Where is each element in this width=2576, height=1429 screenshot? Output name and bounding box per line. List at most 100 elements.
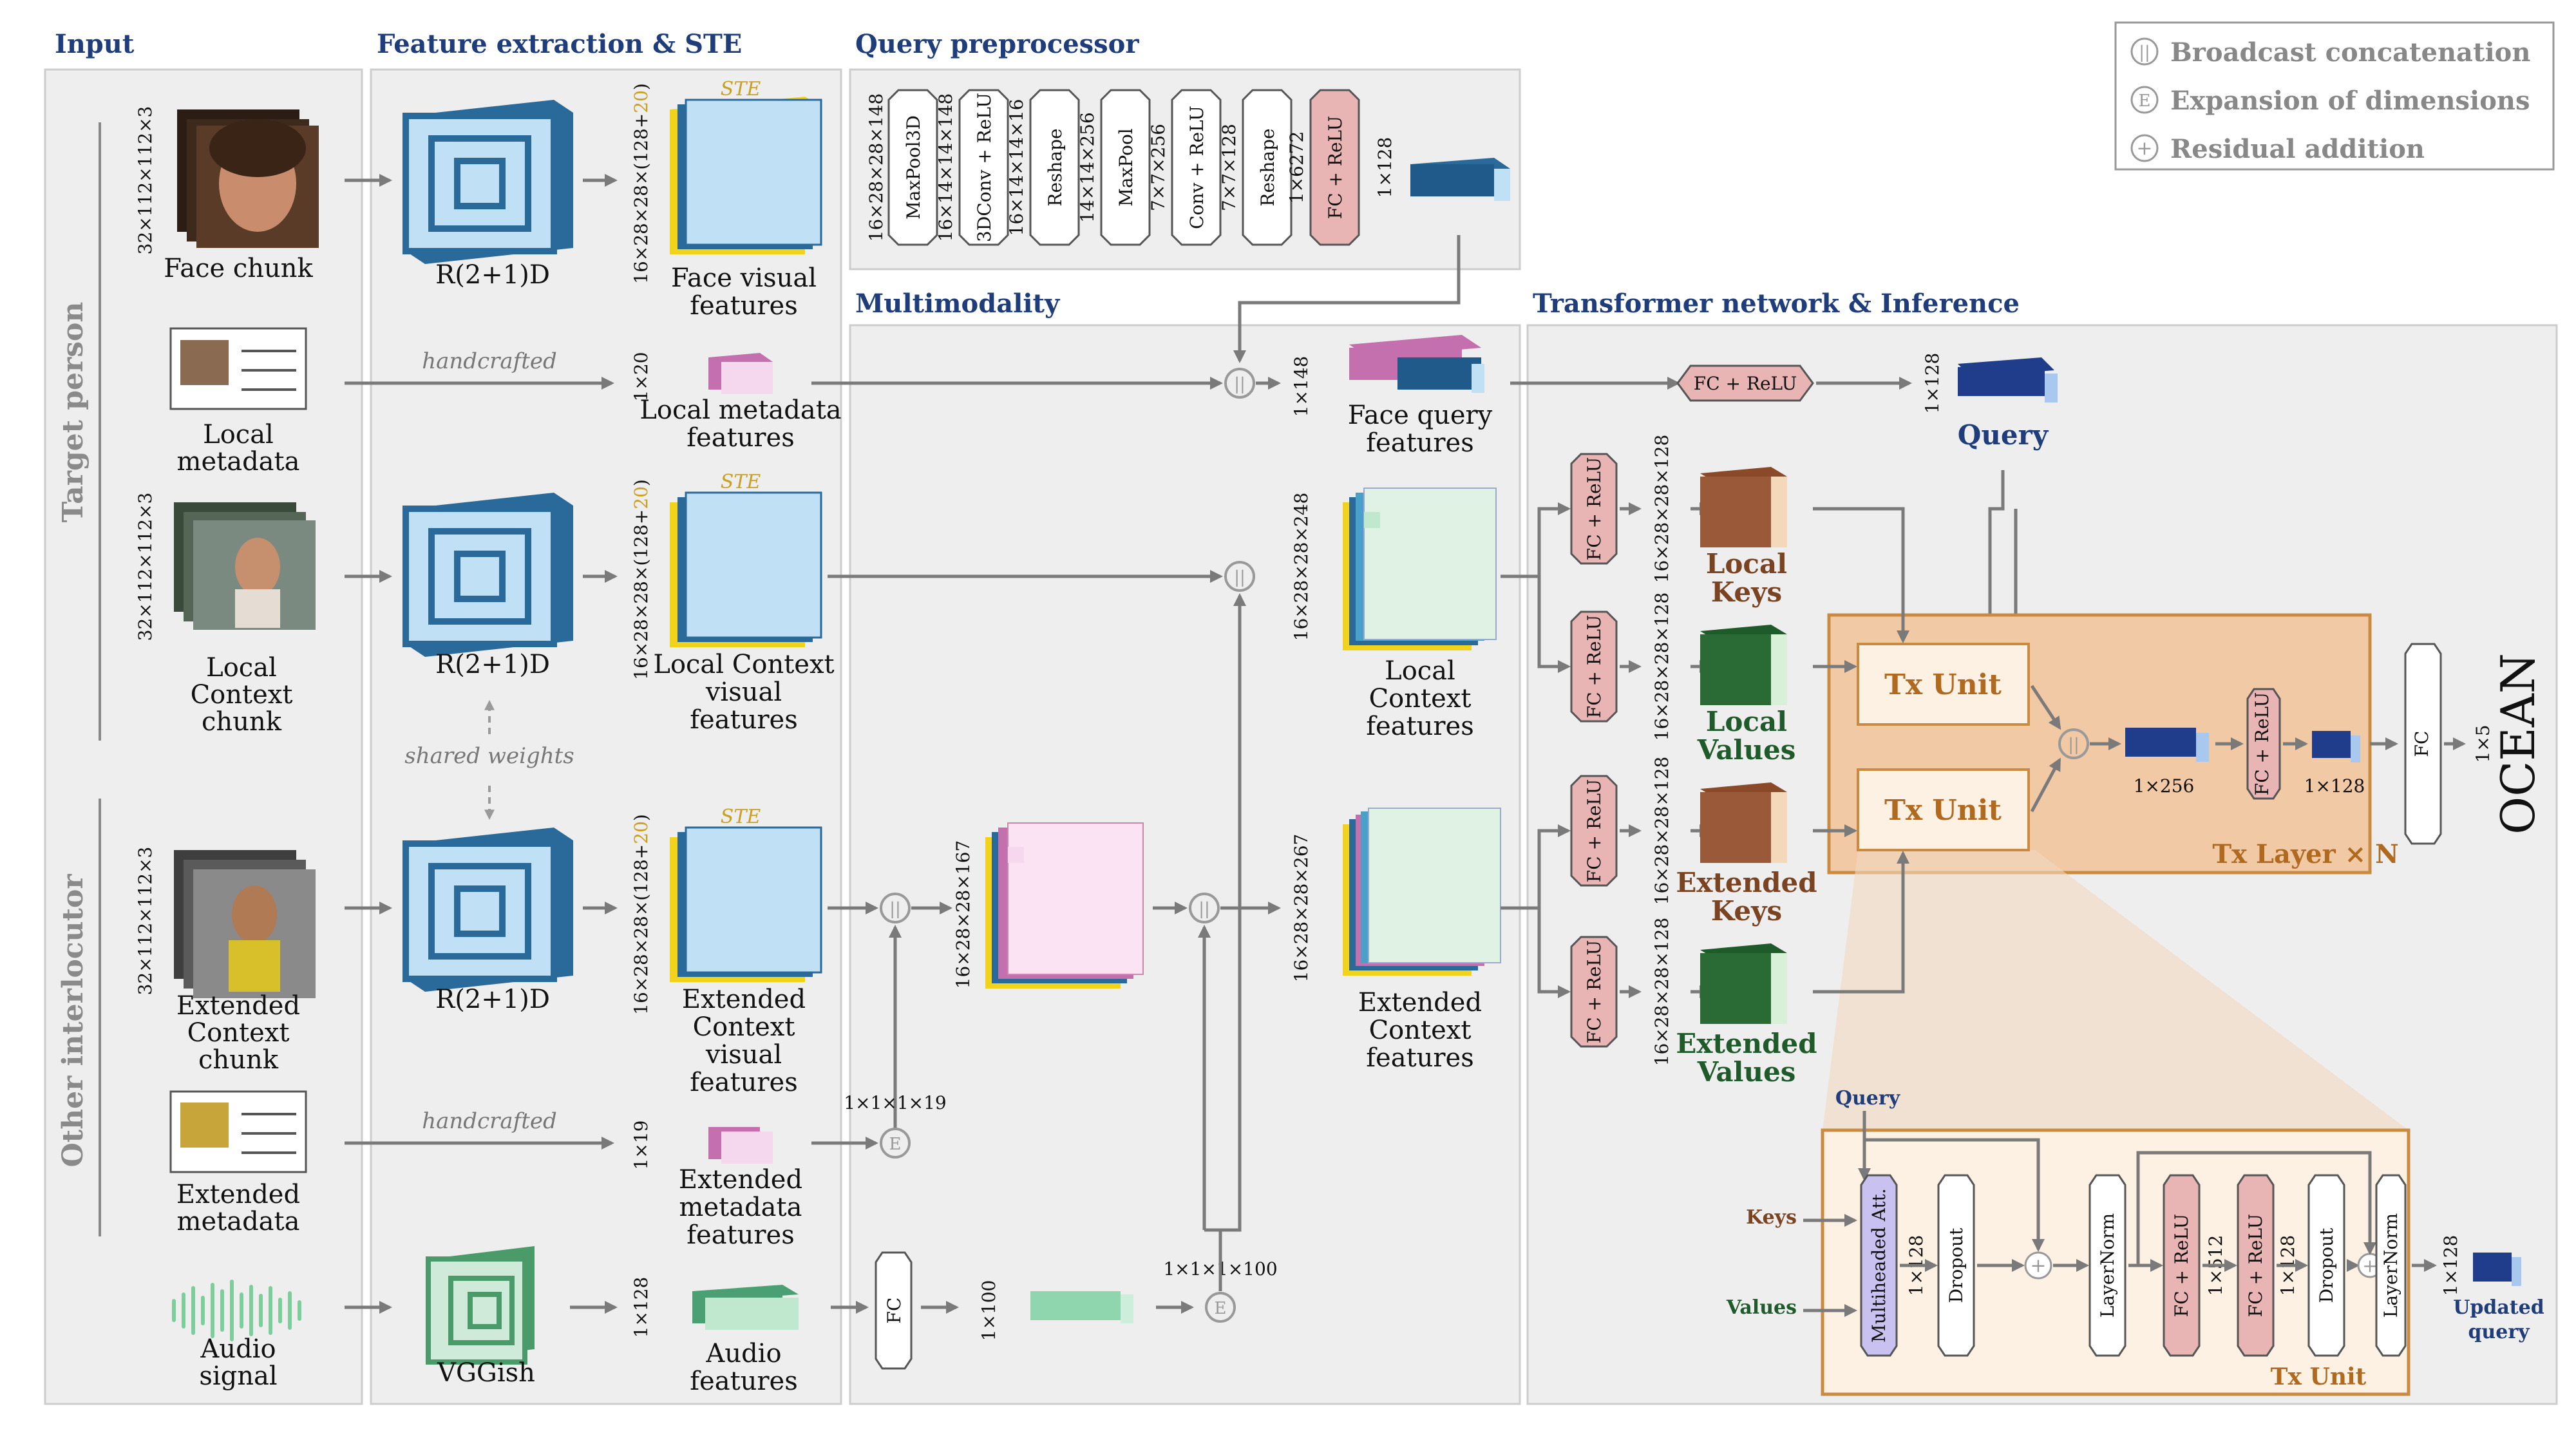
svg-text:E: E <box>2139 91 2151 111</box>
svg-text:||: || <box>1234 375 1245 394</box>
svg-text:16×14×14×148: 16×14×14×148 <box>935 93 956 242</box>
svg-text:+: + <box>2030 1254 2046 1277</box>
vggish-block <box>426 1246 535 1365</box>
local-context-label-2: Context <box>191 680 293 710</box>
fc-relu-ext-keys: FC + ReLU <box>1570 775 1618 887</box>
qp-block-2: 3DConv + ReLU <box>974 93 995 242</box>
svg-text:||: || <box>889 900 901 919</box>
r21d-face-label: R(2+1)D <box>435 260 550 290</box>
local-ctx-feat-label-1: Local <box>1385 656 1455 686</box>
ext-meta-label-3: features <box>687 1220 794 1250</box>
qp-block-7: FC + ReLU <box>1325 116 1346 219</box>
tx-detail-dropout-2 <box>2307 1174 2345 1357</box>
svg-text:FC + ReLU: FC + ReLU <box>2245 1214 2266 1317</box>
concat-node-ext-audio: || <box>1189 893 1220 923</box>
ext-ctx-vis-label-1: Extended <box>682 985 806 1014</box>
local-keys-cube <box>1700 467 1787 547</box>
legend-expansion: Expansion of dimensions <box>2170 86 2530 116</box>
svg-text:FC + ReLU: FC + ReLU <box>1584 457 1605 560</box>
local-context-label-1: Local <box>206 653 277 683</box>
local-context-dim: 32×112×112×3 <box>135 493 156 641</box>
audio-waveform-icon <box>172 1280 301 1341</box>
tx-out-cube <box>2312 731 2360 762</box>
svg-text:16×14×14×16: 16×14×14×16 <box>1006 99 1027 236</box>
local-values-label-1: Local <box>1706 706 1787 737</box>
tx-dim-256: 1×256 <box>2134 775 2195 797</box>
svg-text:LayerNorm: LayerNorm <box>2380 1213 2401 1318</box>
extended-context-label-1: Extended <box>176 991 300 1021</box>
audio-label-2: signal <box>199 1361 277 1391</box>
legend-residual: Residual addition <box>2170 134 2425 164</box>
local-meta-dim: 1×20 <box>630 352 652 402</box>
extended-metadata-icon <box>169 1090 307 1173</box>
audio-features-cube <box>692 1285 799 1330</box>
face-visual-features-cube <box>670 97 822 254</box>
concat-node-face-query: || <box>1224 368 1255 399</box>
audio-fc-cube <box>1030 1291 1133 1323</box>
svg-text:1×128: 1×128 <box>1374 137 1396 198</box>
expand-19-dim: 1×1×1×19 <box>844 1092 946 1113</box>
svg-text:FC + ReLU: FC + ReLU <box>1584 940 1605 1043</box>
ext-meta-label-1: Extended <box>679 1165 802 1195</box>
ext-ctx-vis-label-4: features <box>690 1068 797 1097</box>
extended-metadata-features-cube <box>708 1127 773 1164</box>
tx-layer-label: Tx Layer × N <box>2212 839 2398 869</box>
query-label: Query <box>1958 419 2049 451</box>
svg-text:7×7×128: 7×7×128 <box>1218 124 1240 211</box>
local-metadata-label-1: Local <box>203 420 274 450</box>
extended-keys-cube <box>1700 782 1787 863</box>
expand-node-19: E <box>880 1128 911 1159</box>
svg-text:Dropout: Dropout <box>2316 1227 2337 1303</box>
local-ctx-feat-label-3: features <box>1366 712 1473 741</box>
tx-unit-extended <box>1857 768 2030 851</box>
updated-query-cube <box>2473 1253 2521 1286</box>
side-label-other: Other interlocutor <box>57 874 90 1168</box>
local-context-visual-features-cube <box>670 491 822 647</box>
ext-values-label-1: Extended <box>1676 1028 1817 1059</box>
ext-ctx-feat-label-2: Context <box>1369 1016 1472 1045</box>
ext-keys-label-1: Extended <box>1676 867 1817 898</box>
face-query-features-cube <box>1349 335 1484 393</box>
local-keys-label-2: Keys <box>1711 576 1782 608</box>
query-cube <box>1958 357 2058 402</box>
face-query-dim: 1×148 <box>1291 356 1312 417</box>
face-chunk-dim: 32×112×112×3 <box>135 106 156 255</box>
extended-context-features-cube <box>1343 808 1501 976</box>
local-metadata-label-2: metadata <box>177 447 300 477</box>
tx-detail-layernorm-2 <box>2375 1174 2407 1357</box>
fc-relu-ext-values: FC + ReLU <box>1570 936 1618 1048</box>
svg-text:16×28×28×128: 16×28×28×128 <box>1651 757 1672 905</box>
svg-text:+: + <box>2136 137 2152 160</box>
qp-block-1: MaxPool3D <box>903 115 924 220</box>
ext-ctx-feat-label-1: Extended <box>1358 988 1482 1017</box>
local-values-cube <box>1700 625 1787 705</box>
concat-node-tx: || <box>2058 728 2089 759</box>
ext-meta-dim: 1×19 <box>630 1121 652 1170</box>
extended-context-label-3: chunk <box>198 1045 279 1075</box>
r21d-block-face <box>402 100 573 264</box>
svg-text:E: E <box>1215 1299 1227 1318</box>
svg-text:Dropout: Dropout <box>1946 1227 1967 1303</box>
section-feature: Feature extraction & STE <box>377 29 742 59</box>
audio-feat-label-1: Audio <box>705 1339 781 1368</box>
fc-audio-label: FC <box>884 1298 905 1324</box>
ext-context-feat-dim: 16×28×28×267 <box>1291 834 1312 983</box>
extended-context-dim: 32×112×112×3 <box>135 847 156 996</box>
ste-label-extended: STE <box>721 806 761 828</box>
tx-unit-extended-label: Tx Unit <box>1884 794 2002 827</box>
fc-relu-tx-block <box>2246 688 2281 800</box>
audio-feat-label-2: features <box>690 1367 797 1396</box>
tx-detail-keys: Keys <box>1746 1206 1797 1229</box>
tx-detail-mha <box>1860 1174 1898 1357</box>
face-visual-label-2: features <box>690 291 797 321</box>
svg-text:16×28×28×128: 16×28×28×128 <box>1651 435 1672 583</box>
local-context-label-3: chunk <box>202 707 282 737</box>
local-meta-label-2: features <box>687 423 794 453</box>
ste-label-local: STE <box>721 471 761 493</box>
ext-ctx-vis-label-3: visual <box>705 1040 782 1070</box>
tx-detail-query: Query <box>1835 1087 1901 1110</box>
tx-dim-128: 1×128 <box>2304 775 2365 797</box>
ext-ctx-feat-label-3: features <box>1366 1043 1473 1073</box>
output-dim: 1×5 <box>2472 724 2494 762</box>
extended-metadata-label-1: Extended <box>176 1180 300 1209</box>
